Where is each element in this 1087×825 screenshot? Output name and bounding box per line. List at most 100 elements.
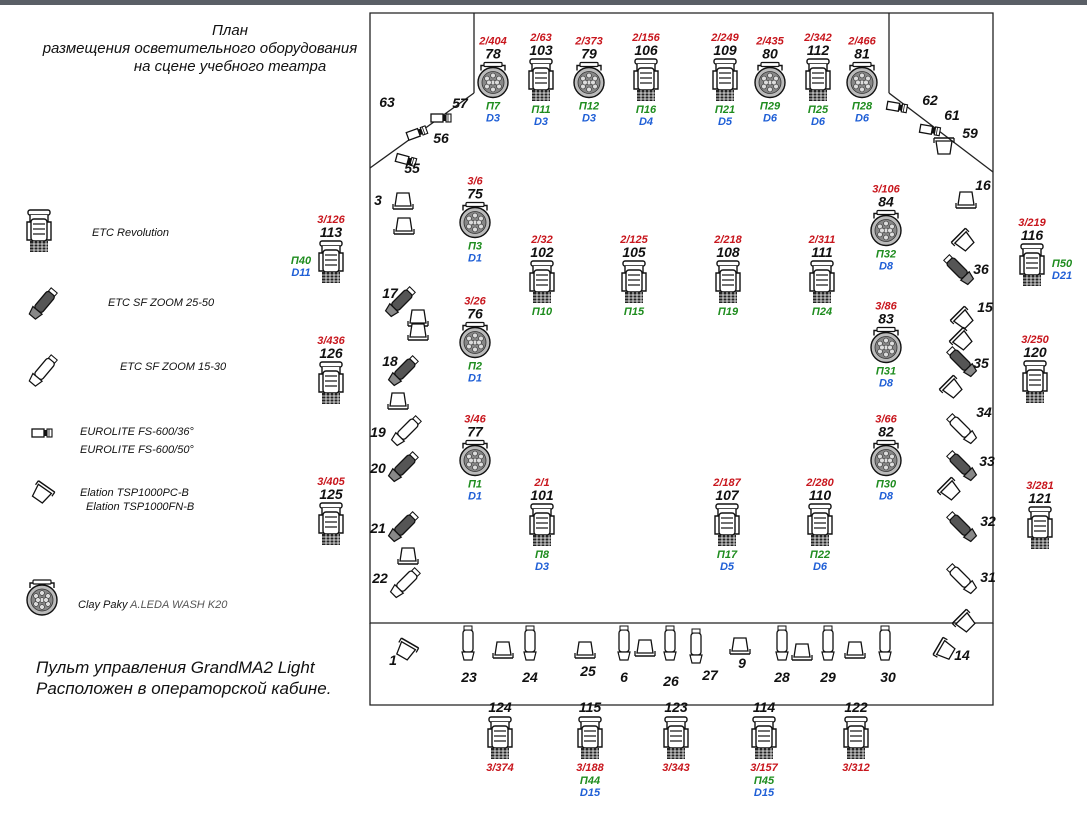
elation-icon [844,641,866,659]
fixture-number: 79 [581,46,597,62]
fixture-26: 26 [662,625,679,689]
fixture-number: 35 [973,355,989,371]
zoom-25-50-icon [384,286,416,318]
fixture-dimmer: П3 [468,241,482,253]
zoom-25-50-icon [387,511,419,543]
forestage-border [369,623,994,706]
fixture-21: 21 [369,511,419,543]
fixture-dimmer: П25 [808,104,829,116]
fixture-number: 14 [954,647,970,663]
elation-icon [949,305,974,330]
fixture-number: 15 [977,299,993,315]
clay-paky-wash-icon [459,439,491,477]
eurolite-icon [918,123,942,137]
fixture-dimmer: П45 [754,775,775,787]
fixture-dimmer: П22 [810,549,830,561]
fixture-address: 3/250 [1021,334,1049,346]
legend-label-clay-paky: Clay Paky A.LEDA WASH K20 [78,598,227,612]
stage-outline [369,12,994,706]
fixture-address: 3/66 [875,414,897,426]
fixture-address: 3/374 [486,762,514,774]
revolution-icon [621,260,647,303]
zoom-15-30-icon [946,413,978,445]
fixture-number: 78 [485,46,501,62]
fixture-27: 27 [689,628,719,683]
elation-icon [932,636,956,661]
fixture-dmx: D3 [486,113,500,125]
fixture-number: 16 [975,177,991,193]
fixture-number: 106 [634,42,658,58]
fixture-address: 3/157 [750,762,778,774]
elation-icon [397,547,419,565]
fixture-55: 55 [394,152,420,176]
elation-icon [791,643,813,661]
fixture-57: 57 [430,95,469,123]
zoom-15-30-icon [821,625,835,661]
fixture-number: 112 [807,42,830,58]
elation-icon [492,641,514,659]
revolution-icon [528,58,554,101]
legend-zoom-15-30-icon [28,354,58,387]
fixture-number: 103 [529,42,553,58]
plan-title-line1: План [212,22,248,39]
fixture-number: 24 [521,669,538,685]
zoom-15-30-icon [775,625,789,661]
fixture-number: 27 [701,667,719,683]
fixture-dimmer: П21 [715,104,735,116]
fixture-dimmer: П16 [636,104,657,116]
fixture-22: 22 [371,567,421,599]
fixture-address: 2/342 [803,32,832,44]
fixture-number: 18 [382,353,398,369]
revolution-icon [663,716,689,759]
fixture-dmx: D3 [534,116,548,128]
unnumbered-fixtures [387,217,976,661]
fixture-dimmer: П31 [876,366,896,378]
fixture-dimmer: П7 [486,101,501,113]
fixture-dimmer: П10 [532,306,553,318]
fixture-18: 18 [382,353,419,387]
fixture-address: 3/343 [662,762,690,774]
fixture-59: 59 [933,125,978,155]
fixture-number: 57 [452,95,469,111]
fixture-number: 111 [811,244,832,260]
fixture-31: 31 [946,563,996,595]
zoom-15-30-icon [689,628,703,664]
fixture-23: 23 [460,625,477,685]
fixture-number: 3 [374,192,382,208]
fixture-number: 25 [579,663,596,679]
zoom-15-30-icon [878,625,892,661]
elation-icon [950,227,975,252]
fixture-number: 29 [819,669,836,685]
fixture-19: 19 [370,415,422,447]
fixture-28: 28 [773,625,790,685]
top-bar [0,0,1087,5]
fixture-dimmer: П2 [468,361,482,373]
fixture-address: 2/404 [478,36,507,48]
zoom-25-50-icon [387,355,419,387]
fixture-dmx: D15 [754,787,775,799]
fixture-address: 2/373 [574,36,603,48]
zoom-25-50-icon [946,450,978,482]
fixture-dimmer: П50 [1052,258,1073,270]
fixture-33: 33 [946,450,995,482]
fixture-number: 28 [773,669,790,685]
legend-clay-brand: Clay Paky [78,599,131,611]
fixture-number: 30 [880,669,896,685]
fixture-number: 126 [319,345,343,361]
legend-label-elation-fn: Elation TSP1000FN-B [86,501,195,513]
fixture-dimmer: П11 [531,104,550,116]
fixture-56: 56 [405,125,449,146]
fixture-dmx: D6 [813,561,828,573]
